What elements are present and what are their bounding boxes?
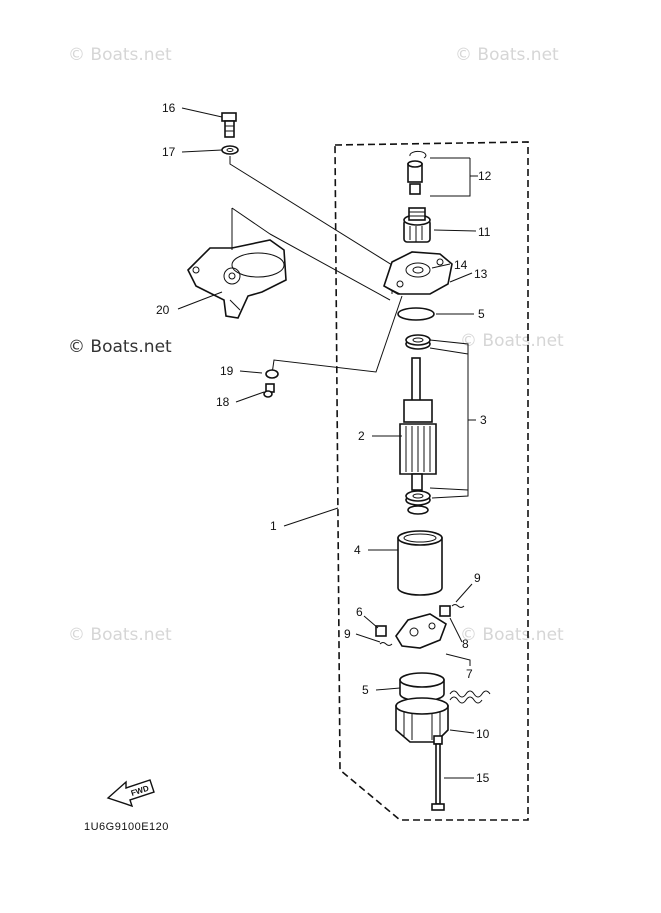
upper-housing-part [383,251,453,295]
brush-part [375,625,387,637]
callout-5-lower: 5 [362,683,369,697]
callout-1: 1 [270,519,277,533]
o-ring-lower-part [399,672,445,702]
bracket-leader-line [231,207,391,301]
washer-part [221,145,239,155]
bushing-lower-part [405,490,431,515]
callout-12: 12 [478,169,492,183]
callout-10: 10 [476,727,490,741]
forward-arrow-icon: FWD [106,779,155,808]
callout-16: 16 [162,101,176,115]
callout-7: 7 [466,667,473,681]
brush-holder-part [395,613,447,649]
spring-part-2 [451,604,465,608]
collar-part [407,160,423,195]
callout-13: 13 [474,267,488,281]
screw-part [263,369,279,398]
callout-9-right: 9 [474,571,481,585]
brush-part-2 [439,605,451,617]
watermarks: © Boats.net © Boats.net © Boats.net © Bo… [68,45,564,645]
watermark-top-right: © Boats.net [455,45,559,65]
assembly-boundary [334,141,529,821]
callout-labels: 16 17 12 11 14 13 20 5 19 18 2 3 1 4 9 6… [156,101,492,785]
callout-4: 4 [354,543,361,557]
lower-housing-part [395,697,449,743]
pinion-gear-part [403,207,431,243]
yoke-part [397,530,443,596]
bolt-part [221,112,237,138]
callout-17: 17 [162,145,176,159]
callout-leaders [177,107,477,779]
watermark-low-left: © Boats.net [68,625,172,645]
screw-leader-line [271,295,403,375]
callout-20: 20 [156,303,170,317]
spring-part [379,642,393,646]
watermark-mid-right: © Boats.net [460,331,564,351]
armature-part [399,357,437,491]
callout-5-upper: 5 [478,307,485,321]
clip-part [409,150,427,159]
callout-6: 6 [356,605,363,619]
callout-11: 11 [478,225,491,239]
callout-8: 8 [462,637,469,651]
watermark-mid-left: © Boats.net [68,337,172,357]
callout-19: 19 [220,364,234,378]
bushing-upper-part [405,334,431,350]
bracket-part [187,239,287,319]
through-bolt-part [431,735,445,811]
spring-set-part [449,690,491,698]
diagram-code: 1U6G9100E120 [84,821,169,833]
watermark-low-right: © Boats.net [460,625,564,645]
callout-2: 2 [358,429,365,443]
callout-15: 15 [476,771,490,785]
callout-9-left: 9 [344,627,351,641]
callout-3: 3 [480,413,487,427]
callout-18: 18 [216,395,230,409]
callout-14: 14 [454,258,468,272]
watermark-top-left: © Boats.net [68,45,172,65]
o-ring-upper-part [397,307,435,321]
